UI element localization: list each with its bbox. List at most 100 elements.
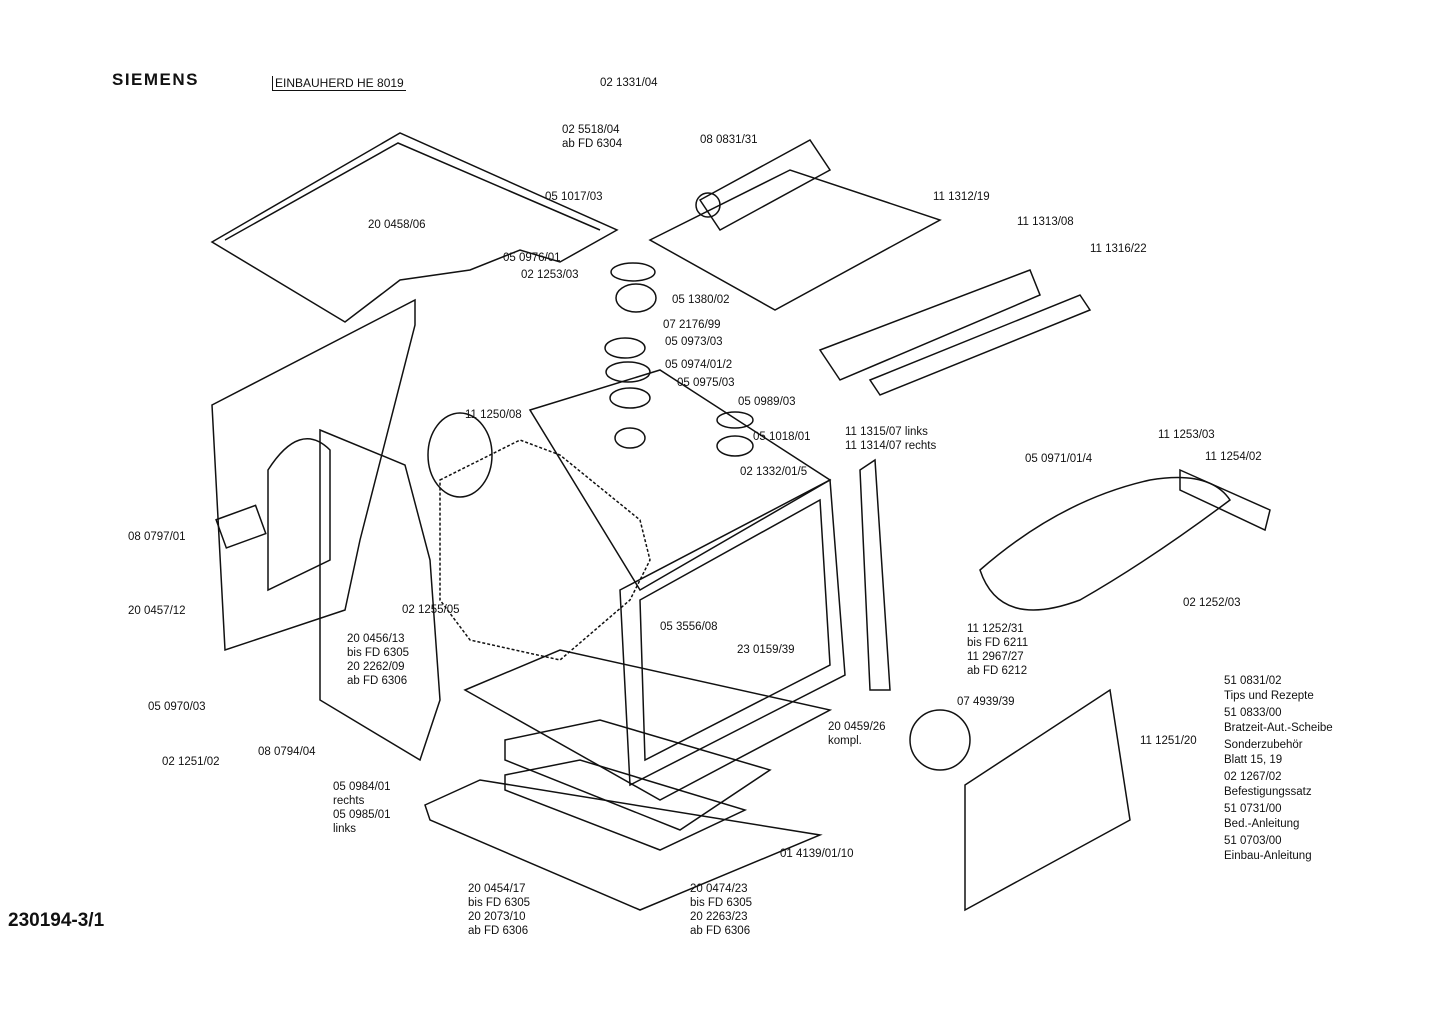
part-label-line: 11 1312/19 xyxy=(933,191,990,203)
part-label-line: 05 0984/01 xyxy=(333,781,391,793)
part-label-line: links xyxy=(333,823,357,835)
part-label-line: 05 3556/08 xyxy=(660,621,718,633)
part-label-p13: 05 0973/03 xyxy=(665,335,723,349)
part-label-p32: 05 0970/03 xyxy=(148,700,206,714)
part-label-line: rechts xyxy=(333,795,365,807)
part-label-line: 05 0975/03 xyxy=(677,377,735,389)
fan-ring-shape xyxy=(427,412,493,498)
lamp-ring-shape xyxy=(716,435,754,457)
part-label-p21: 11 1253/03 xyxy=(1158,428,1215,442)
insulation-shape xyxy=(439,439,651,661)
grill-heater-shape xyxy=(979,476,1232,611)
part-label-line: 08 0831/31 xyxy=(700,134,758,146)
part-label-p20: 02 1332/01/5 xyxy=(740,465,807,479)
part-label-line: 01 4139/01/10 xyxy=(780,848,854,860)
part-label-line: ab FD 6306 xyxy=(468,925,529,937)
part-label-line: 02 1251/02 xyxy=(162,756,220,768)
cooling-fan-shape xyxy=(698,139,832,231)
rear-panel-shape xyxy=(319,428,441,762)
part-label-line: 11 1316/22 xyxy=(1090,243,1147,255)
part-label-line: bis FD 6305 xyxy=(690,897,753,909)
fan-motor-shape xyxy=(909,709,971,771)
part-label-p33: 07 4939/39 xyxy=(957,695,1015,709)
accessory-desc: Bed.-Anleitung xyxy=(1224,817,1300,830)
part-label-line: 20 0458/06 xyxy=(368,219,426,231)
brand-logo: SIEMENS xyxy=(112,70,200,89)
part-label-p1: 02 1331/04 xyxy=(600,76,658,90)
part-label-line: ab FD 6212 xyxy=(967,665,1028,677)
part-label-line: 05 0973/03 xyxy=(665,336,723,348)
lamp-ring-shape xyxy=(605,361,651,383)
part-label-p12: 07 2176/99 xyxy=(663,318,721,332)
part-label-line: kompl. xyxy=(828,735,862,747)
bottom-insulation-shape xyxy=(504,759,748,851)
part-label-line: ab FD 6306 xyxy=(347,675,408,687)
part-label-line: 23 0159/39 xyxy=(737,644,795,656)
top-cover-edge xyxy=(224,142,601,241)
front-trim-strip-shape xyxy=(868,294,1092,396)
lamp-opening-shape xyxy=(614,427,646,449)
part-label-line: 11 1253/03 xyxy=(1158,429,1215,441)
part-label-line: 20 0457/12 xyxy=(128,605,186,617)
part-label-line: 05 0976/01 xyxy=(503,252,561,264)
part-label-p26: 02 1255/05 xyxy=(402,603,460,617)
part-label-line: 05 1017/03 xyxy=(545,191,603,203)
part-label-p27: 05 3556/08 xyxy=(660,620,718,634)
part-label-p34: 11 1251/20 xyxy=(1140,734,1197,748)
part-label-p8: 11 1316/22 xyxy=(1090,242,1147,256)
lamp-ring-shape xyxy=(716,411,754,429)
part-label-line: 11 1315/07 links xyxy=(845,426,928,438)
part-label-line: bis FD 6305 xyxy=(468,897,531,909)
part-label-line: 05 0974/01/2 xyxy=(665,359,733,371)
document-number: 230194-3/1 xyxy=(8,910,105,931)
part-label-p7: 11 1313/08 xyxy=(1017,215,1074,229)
part-label-p31: 23 0159/39 xyxy=(737,643,795,657)
part-label-line: 02 5518/04 xyxy=(562,124,620,136)
part-label-line: ab FD 6304 xyxy=(562,138,623,150)
part-label-line: 20 0474/23 xyxy=(690,883,748,895)
top-cover-shape xyxy=(210,132,619,323)
part-label-line: 11 1251/20 xyxy=(1140,735,1197,747)
accessory-desc: Befestigungssatz xyxy=(1224,785,1312,798)
bottom-tray-shape xyxy=(463,649,833,801)
part-label-p2: 02 5518/04 ab FD 6304 xyxy=(562,123,622,151)
accessory-number: 51 0833/00 xyxy=(1224,707,1282,719)
accessory-desc: Tips und Rezepte xyxy=(1224,689,1314,702)
accessory-number: 51 0703/00 xyxy=(1224,835,1282,847)
part-label-line: 07 2176/99 xyxy=(663,319,721,331)
part-label-p39: 01 4139/01/10 xyxy=(780,847,854,861)
bottom-plate-shape xyxy=(504,719,772,831)
model-title: EINBAUHERD HE 8019 xyxy=(272,76,406,91)
part-label-p5: 11 1312/19 xyxy=(933,190,990,204)
part-label-line: 05 0989/03 xyxy=(738,396,796,408)
accessory-number: 02 1267/02 xyxy=(1224,771,1282,783)
back-cover-shape xyxy=(964,688,1131,912)
part-label-line: bis FD 6211 xyxy=(967,637,1029,649)
part-label-p6: 20 0458/06 xyxy=(368,218,426,232)
part-label-line: bis FD 6305 xyxy=(347,647,410,659)
heater-housing-shape xyxy=(648,169,942,311)
part-label-p16: 05 0989/03 xyxy=(738,395,796,409)
part-label-line: 08 0797/01 xyxy=(128,531,186,543)
part-label-line: 02 1252/03 xyxy=(1183,597,1241,609)
part-label-line: 11 1314/07 rechts xyxy=(845,440,937,452)
part-label-p18: 11 1315/07 links 11 1314/07 rechts xyxy=(845,425,936,453)
accessory-number: 51 0731/00 xyxy=(1224,803,1282,815)
lamp-socket-shape xyxy=(615,283,657,313)
accessory-desc: Einbau-Anleitung xyxy=(1224,849,1312,862)
part-label-line: 07 4939/39 xyxy=(957,696,1015,708)
part-label-line: 11 1250/08 xyxy=(465,409,522,421)
lamp-ring-shape xyxy=(610,262,656,282)
part-label-line: 05 1018/01 xyxy=(753,431,811,443)
